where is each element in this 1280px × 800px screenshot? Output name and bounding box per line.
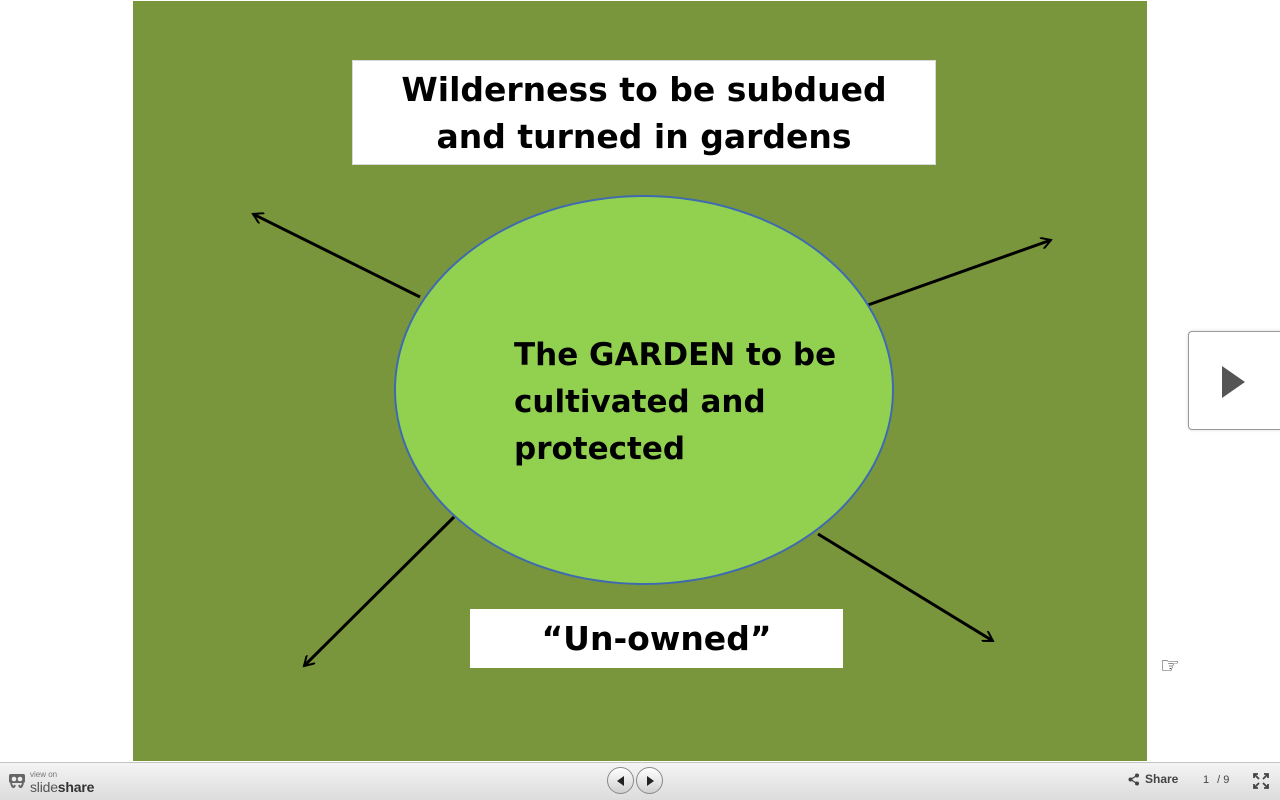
previous-slide-button[interactable]: [607, 767, 634, 794]
arrow-top-right: [867, 240, 1051, 307]
chevron-left-icon: [617, 776, 624, 786]
arrow-bottom-right: [817, 532, 993, 643]
arrow-top-left: [253, 214, 421, 299]
hand-pointer-icon: ☞: [1160, 653, 1180, 678]
view-on-slideshare-link[interactable]: view on slideshare: [8, 769, 94, 795]
unowned-label-text: “Un-owned”: [541, 619, 772, 658]
play-icon: [1222, 366, 1245, 398]
slide-title-text: Wilderness to be subdued and turned in g…: [401, 69, 887, 156]
garden-text: The GARDEN to be cultivated and protecte…: [514, 337, 837, 467]
fullscreen-icon[interactable]: [1253, 773, 1269, 789]
slideshare-logo-icon: [9, 774, 25, 789]
share-icon: [1128, 773, 1139, 785]
page-indicator: 1 / 9: [1203, 774, 1229, 786]
next-slide-toolbar-button[interactable]: [636, 767, 663, 794]
arrows: [133, 1, 1147, 761]
unowned-label: “Un-owned”: [470, 609, 843, 668]
slide-title: Wilderness to be subdued and turned in g…: [352, 60, 936, 165]
garden-ellipse: [394, 195, 894, 585]
brand-name: slideshare: [30, 778, 95, 795]
chevron-right-icon: [647, 776, 654, 786]
share-button[interactable]: Share: [1128, 772, 1178, 786]
next-slide-button[interactable]: [1188, 331, 1280, 430]
slide: Wilderness to be subdued and turned in g…: [133, 1, 1147, 761]
brand-small-text: view on: [30, 769, 58, 779]
share-label: Share: [1145, 772, 1179, 786]
arrow-bottom-left: [304, 515, 456, 666]
viewer-toolbar: view on slideshare Share: [0, 762, 1280, 800]
current-page[interactable]: 1: [1203, 774, 1210, 786]
total-pages: / 9: [1217, 774, 1230, 786]
